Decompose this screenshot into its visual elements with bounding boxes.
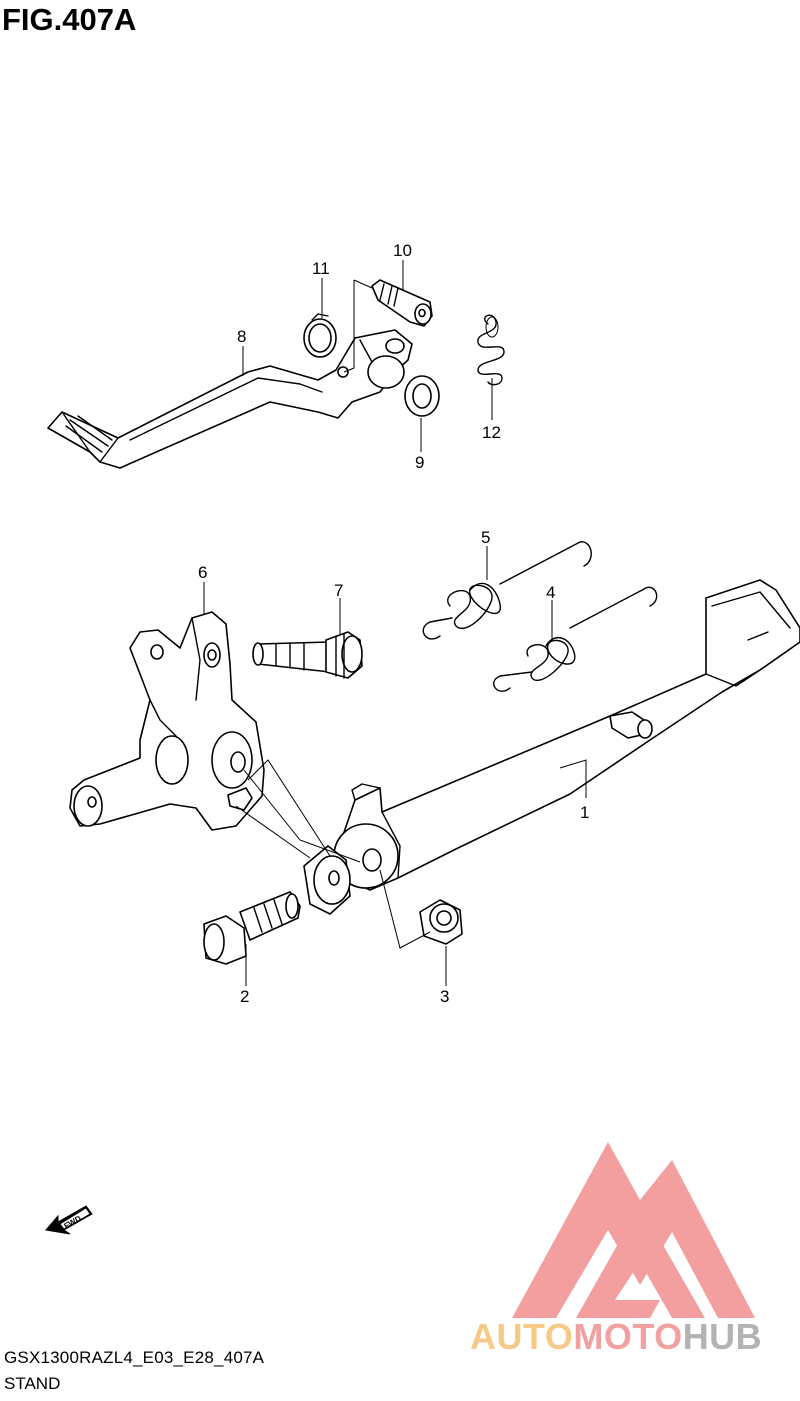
callout-5: 5 (481, 528, 490, 547)
part-10-pin (343, 279, 433, 373)
assembly-lines (235, 759, 431, 949)
part-9-washer (404, 375, 440, 417)
part-11-circlip (303, 313, 337, 358)
part-7-bolt (252, 631, 363, 679)
watermark-text: AUTOMOTOHUB (470, 1316, 762, 1358)
part-8-pedal (47, 329, 413, 469)
watermark-hub: HUB (682, 1316, 763, 1357)
callout-4: 4 (546, 583, 555, 602)
callout-8: 8 (237, 327, 246, 346)
model-code: GSX1300RAZL4_E03_E28_407A (4, 1348, 265, 1367)
callout-9: 9 (415, 453, 424, 472)
callout-1: 1 (580, 803, 589, 822)
part-5-spring (422, 541, 592, 640)
callout-12: 12 (482, 423, 501, 442)
section-name: STAND (4, 1374, 61, 1393)
callout-10: 10 (393, 241, 412, 260)
figure-title: FIG.407A (2, 2, 137, 37)
watermark-moto: MOTO (573, 1316, 683, 1357)
part-4-spring (493, 586, 658, 692)
callout-2: 2 (240, 987, 249, 1006)
part-2-pivot-bolt (203, 891, 301, 965)
fwd-arrow-icon: FWD (45, 1205, 93, 1235)
part-6-bracket (69, 611, 265, 831)
part-3-nut (419, 899, 463, 945)
part-12-spring (477, 314, 505, 386)
part-1-side-stand (333, 579, 800, 891)
leader-lines (203, 260, 587, 986)
callout-3: 3 (440, 987, 449, 1006)
automotohub-logo-icon (512, 1142, 755, 1318)
callout-7: 7 (334, 581, 343, 600)
stand-bushing (303, 845, 351, 915)
callout-11: 11 (312, 259, 330, 278)
watermark-auto: AUTO (470, 1316, 574, 1357)
callout-6: 6 (198, 563, 207, 582)
